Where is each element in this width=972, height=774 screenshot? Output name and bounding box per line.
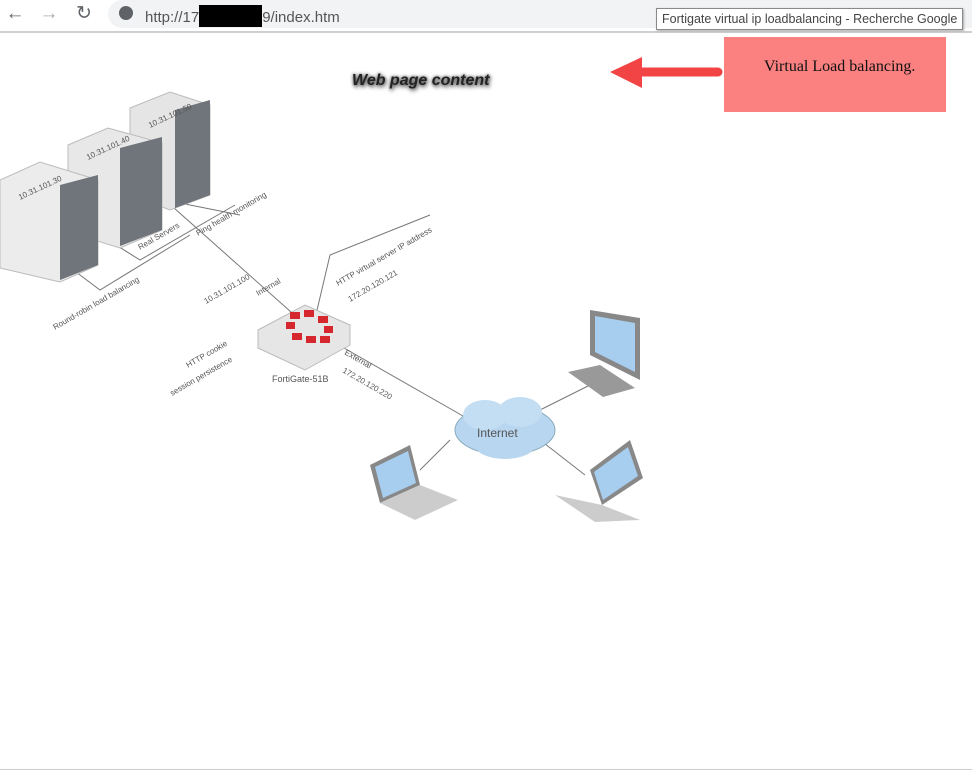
virtual-load-balancing-note: Virtual Load balancing. bbox=[724, 37, 946, 112]
reload-button[interactable]: ↻ bbox=[76, 3, 92, 24]
internal-label: Internal bbox=[255, 276, 283, 297]
internal-ip-label: 10.31.101.100 bbox=[203, 272, 252, 306]
forward-button[interactable]: → bbox=[39, 3, 59, 24]
redacted-block bbox=[199, 5, 263, 27]
desktop-computer-icon bbox=[568, 310, 640, 397]
arrow-left-icon bbox=[610, 57, 723, 88]
tab-tooltip: Fortigate virtual ip loadbalancing - Rec… bbox=[656, 8, 964, 30]
round-robin-label: Round-robin load balancing bbox=[52, 275, 141, 332]
note-text: Virtual Load balancing. bbox=[764, 58, 916, 75]
laptop-icon bbox=[555, 440, 643, 522]
device-label: FortiGate-51B bbox=[272, 374, 329, 384]
page-heading: Web page content bbox=[352, 72, 490, 89]
fortigate-device-icon bbox=[257, 304, 351, 371]
internet-cloud-icon bbox=[454, 397, 556, 459]
back-button[interactable]: ← bbox=[5, 3, 25, 24]
ping-label: Ping health monitoring bbox=[195, 190, 268, 238]
server-icon bbox=[0, 161, 99, 283]
internet-label: Internet bbox=[477, 426, 518, 440]
external-ip-label: 172.20.120.220 bbox=[341, 366, 394, 402]
globe-icon bbox=[119, 6, 133, 20]
laptop-icon bbox=[370, 445, 458, 520]
divider bbox=[0, 769, 972, 770]
network-diagram: 10.31.101.50 10.31.101.40 10.31.101.30 R… bbox=[0, 91, 643, 522]
